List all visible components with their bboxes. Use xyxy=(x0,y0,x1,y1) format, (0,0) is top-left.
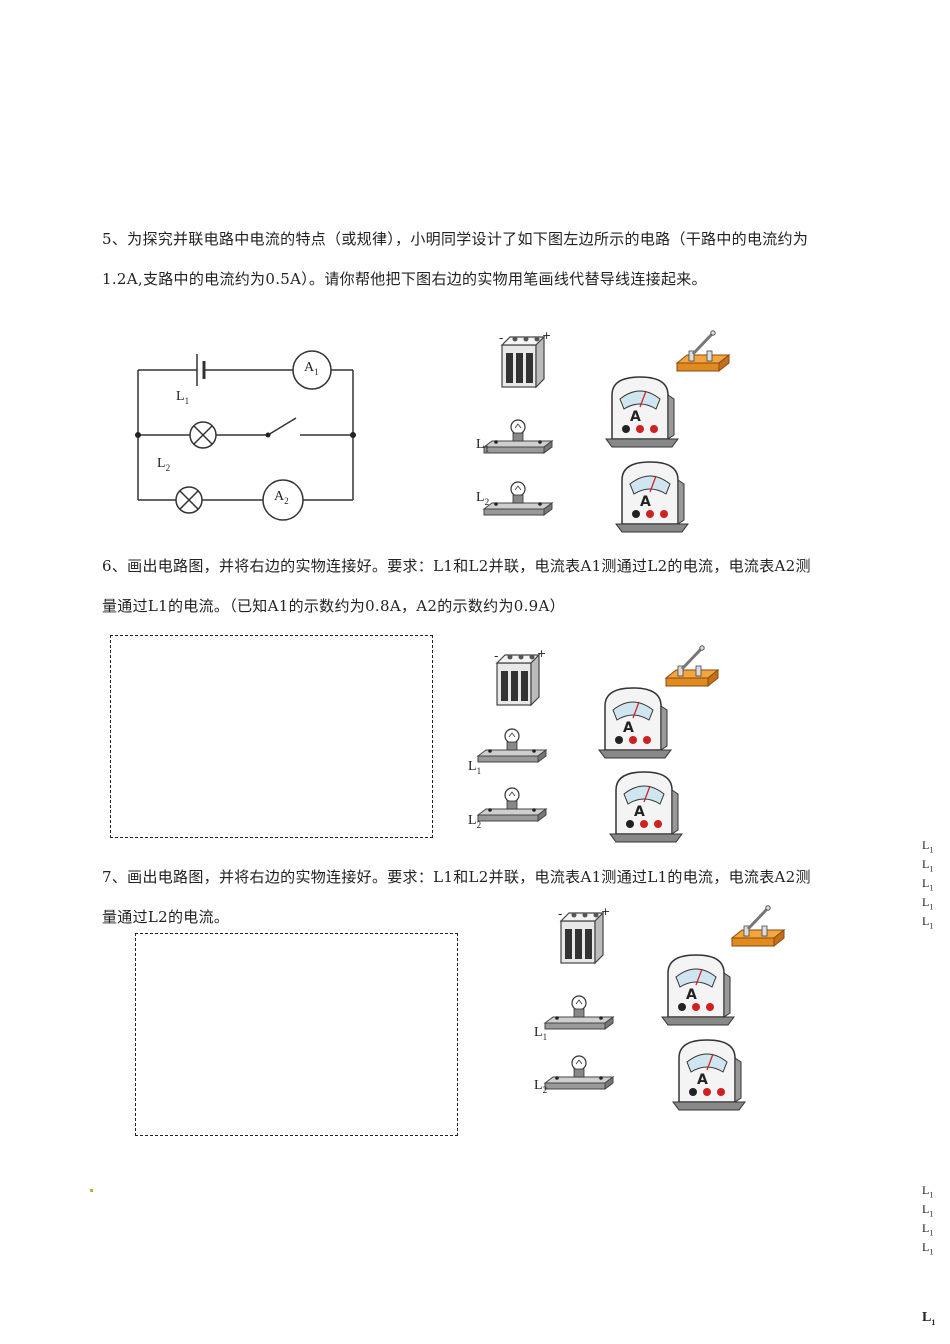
margin-label: L1 xyxy=(922,1221,934,1238)
q7-lamp-l1-icon xyxy=(544,995,614,1030)
ammeter-a1-symbol xyxy=(292,350,332,390)
circuit-label-l2: L2 xyxy=(157,456,171,473)
q5-component-label-l2: L2 xyxy=(476,490,490,507)
margin-label: L1 xyxy=(922,838,934,855)
margin-label: L1 xyxy=(922,1202,934,1219)
q6-component-label-l1: L1 xyxy=(468,759,482,776)
q6-ammeter-a1-icon xyxy=(598,687,672,759)
margin-label: L1 xyxy=(922,895,934,912)
stray-dot xyxy=(90,1189,93,1192)
margin-label: L1 xyxy=(922,1240,934,1257)
margin-label: L1 xyxy=(922,914,934,931)
q6-text-line-2: 量通过L1的电流。（已知A1的示数约为0.8A，A2的示数约为0.9A） xyxy=(102,597,565,615)
margin-label: L1 xyxy=(922,876,934,893)
margin-label: L1 xyxy=(922,1310,936,1327)
q5-battery-icon xyxy=(498,328,552,388)
q5-ammeter-a2-icon xyxy=(615,461,689,533)
q7-component-label-l2: L2 xyxy=(534,1078,548,1095)
q5-text-line-1: 5、为探究并联电路中电流的特点（或规律），小明同学设计了如下图左边所示的电路（干… xyxy=(102,230,809,248)
q5-switch-icon xyxy=(675,329,731,373)
q6-lamp-l1-icon xyxy=(477,728,547,763)
margin-label: L1 xyxy=(922,1183,934,1200)
q5-component-label-l1: L1 xyxy=(476,437,490,454)
q6-component-label-l2: L2 xyxy=(468,813,482,830)
q6-lamp-l2-icon xyxy=(477,787,547,822)
q7-answer-box[interactable] xyxy=(135,933,458,1136)
q7-lamp-l2-icon xyxy=(544,1055,614,1090)
q5-lamp-l2-icon xyxy=(483,481,553,516)
circuit-label-l1: L1 xyxy=(176,389,190,406)
q6-text-line-1: 6、画出电路图，并将右边的实物连接好。要求：L1和L2并联，电流表A1测通过L2… xyxy=(102,557,811,575)
q7-text-line-2: 量通过L2的电流。 xyxy=(102,908,230,926)
q6-answer-box[interactable] xyxy=(110,635,433,838)
q7-text-line-1: 7、画出电路图，并将右边的实物连接好。要求：L1和L2并联，电流表A1测通过L1… xyxy=(102,868,811,886)
q7-switch-icon xyxy=(730,904,786,948)
q7-battery-icon xyxy=(557,904,611,964)
margin-label: L1 xyxy=(922,857,934,874)
q5-lamp-l1-icon xyxy=(483,419,553,454)
ammeter-a2-symbol xyxy=(262,479,304,521)
q7-ammeter-a1-icon xyxy=(661,954,735,1026)
q7-ammeter-a2-icon xyxy=(672,1039,746,1111)
q6-ammeter-a2-icon xyxy=(609,771,683,843)
q7-component-label-l1: L1 xyxy=(534,1025,548,1042)
q6-battery-icon xyxy=(493,646,547,706)
q5-ammeter-a1-icon xyxy=(605,376,679,448)
q5-text-line-2: 1.2A,支路中的电流约为0.5A）。请你帮他把下图右边的实物用笔画线代替导线连… xyxy=(102,270,707,288)
